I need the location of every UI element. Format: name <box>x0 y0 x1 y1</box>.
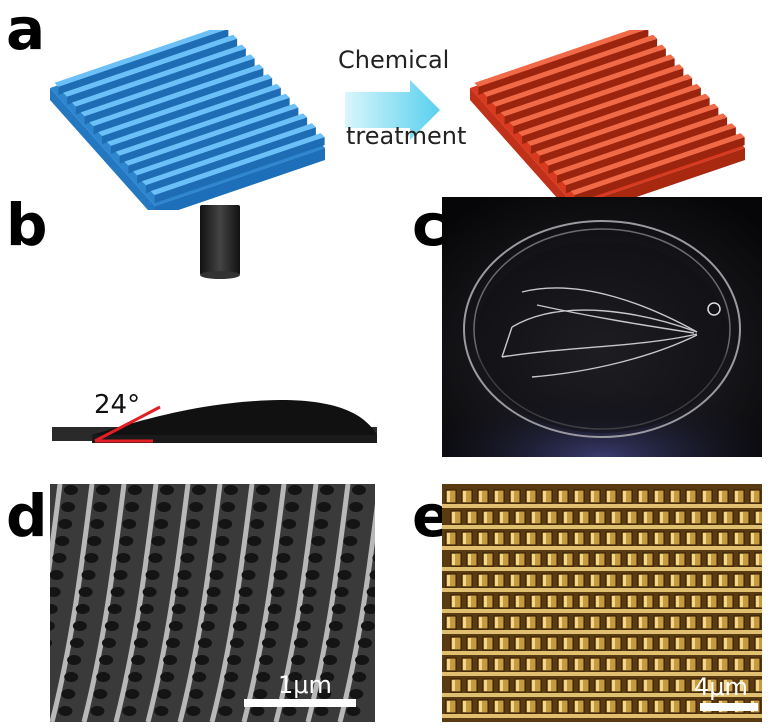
process-arrow <box>345 80 440 140</box>
panel-label-b: b <box>6 191 48 259</box>
sem-image <box>50 484 375 722</box>
contact-angle-image <box>52 205 377 443</box>
petri-dish-photo <box>442 197 762 457</box>
panel-label-c: c <box>412 191 447 259</box>
arrow-label-chemical: Chemical <box>338 46 450 74</box>
grating-after-illustration <box>470 30 745 210</box>
scale-bar-d <box>244 699 356 707</box>
panel-label-d: d <box>6 482 48 550</box>
panel-label-a: a <box>6 0 46 63</box>
afm-image <box>442 484 762 722</box>
scale-label-d: 1μm <box>278 671 332 699</box>
contact-angle-label: 24° <box>94 390 141 420</box>
arrow-label-treatment: treatment <box>346 122 467 150</box>
scale-bar-e <box>700 703 758 711</box>
scale-label-e: 4μm <box>694 673 748 701</box>
grating-before-illustration <box>50 30 325 210</box>
